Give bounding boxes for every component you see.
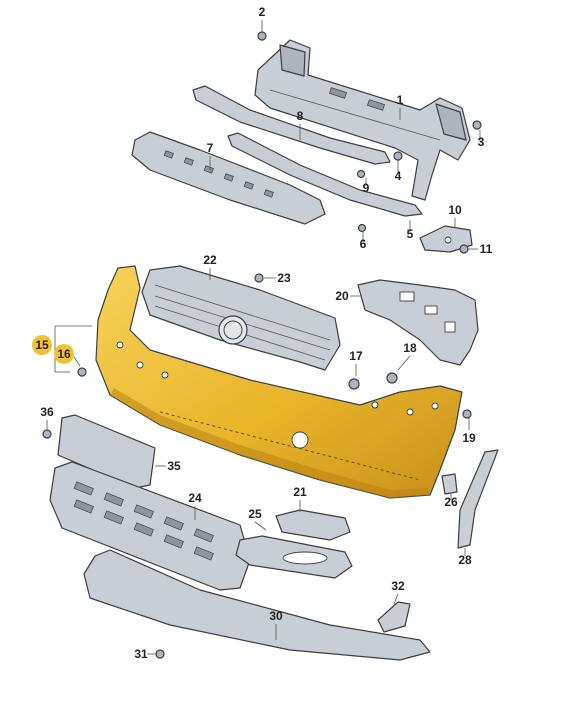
callout-15-highlight — [32, 335, 52, 355]
lower-spoiler-part — [83, 549, 431, 661]
callout-20: 20 — [335, 289, 349, 303]
callout-24: 24 — [188, 491, 202, 505]
upper-grille-part — [141, 265, 341, 371]
screw-9-icon — [356, 169, 366, 179]
reinforcement-bar-part — [254, 39, 471, 201]
nut-11-icon — [459, 244, 469, 254]
callout-11: 11 — [480, 242, 493, 256]
callout-26: 26 — [444, 495, 458, 509]
clip-bracket-part — [377, 601, 411, 633]
clip-36-icon — [42, 429, 52, 439]
callout-36: 36 — [40, 405, 54, 419]
callout-7: 7 — [207, 141, 214, 155]
callout-2: 2 — [259, 5, 266, 19]
callout-30: 30 — [269, 609, 283, 623]
callout-4: 4 — [395, 169, 402, 183]
screw-6-icon — [357, 223, 367, 233]
callout-15: 15 — [35, 338, 49, 352]
bumper-cover-part — [95, 265, 463, 499]
callout-17: 17 — [349, 349, 363, 363]
side-strip-part — [457, 449, 499, 549]
small-bracket-part — [441, 473, 458, 495]
callout-16: 16 — [57, 347, 71, 361]
callout-28: 28 — [458, 553, 472, 567]
clip-16-icon — [77, 367, 87, 377]
callout-22: 22 — [203, 253, 217, 267]
callout-31: 31 — [134, 647, 148, 661]
fog-light-bracket-part — [275, 509, 351, 541]
callout-32: 32 — [391, 579, 405, 593]
callout-18: 18 — [403, 341, 417, 355]
callout-9: 9 — [363, 181, 370, 195]
screw-23-icon — [254, 273, 264, 283]
screw-2-icon — [257, 31, 267, 41]
fog-light-cover-part — [235, 535, 353, 579]
callout-5: 5 — [407, 227, 414, 241]
clip-18-icon — [386, 372, 398, 384]
callout-19: 19 — [462, 431, 476, 445]
callout-16-highlight — [54, 344, 74, 364]
upper-trim-strip-part — [192, 85, 391, 165]
lower-trim-bar-part — [227, 132, 423, 217]
screw-31-icon — [155, 649, 165, 659]
clip-4-icon — [393, 151, 403, 161]
callout-1: 1 — [397, 93, 404, 107]
callout-6: 6 — [360, 237, 367, 251]
side-bracket-part — [419, 225, 473, 253]
clip-17-icon — [348, 378, 360, 390]
callout-25: 25 — [248, 507, 262, 521]
washer-bracket-part — [357, 279, 479, 366]
screw-3-icon — [472, 120, 482, 130]
callout-35: 35 — [167, 459, 181, 473]
callout-3: 3 — [478, 135, 485, 149]
callout-10: 10 — [448, 203, 462, 217]
licence-plate-holder-part — [57, 414, 156, 489]
callout-23: 23 — [277, 271, 291, 285]
callout-8: 8 — [297, 109, 304, 123]
callout-21: 21 — [293, 485, 307, 499]
leader-lines — [46, 20, 481, 655]
screw-19-icon — [462, 409, 472, 419]
lower-grille-part — [49, 461, 251, 591]
